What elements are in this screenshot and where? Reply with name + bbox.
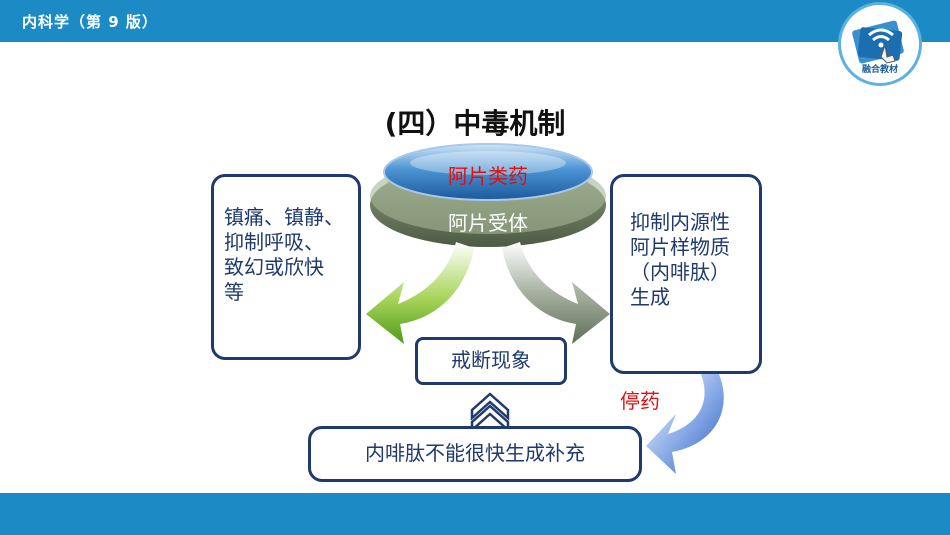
inhibition-line: 生成 — [630, 285, 670, 309]
wifi-hand-icon — [852, 20, 904, 64]
book-title: 内科学（第 9 版） — [22, 13, 158, 31]
logo: 融合教材 — [838, 2, 922, 86]
effects-line: 等 — [224, 280, 244, 304]
inhibition-line: 抑制内源性 — [630, 210, 730, 234]
withdrawal-box — [415, 337, 567, 385]
effects-box — [211, 174, 361, 360]
drug-label: 阿片类药 — [448, 164, 528, 188]
effects-line: 镇痛、镇静、 — [224, 205, 344, 229]
blue-arrow-stop — [646, 372, 724, 474]
effects-line: 致幻或欣快 — [224, 255, 324, 279]
endorphin-label: 内啡肽不能很快生成补充 — [365, 441, 585, 465]
inhibition-line: 阿片样物质 — [630, 235, 730, 259]
effects-text: 镇痛、镇静、 抑制呼吸、 致幻或欣快 等 — [224, 205, 356, 305]
gray-arrow-right — [502, 242, 610, 344]
inhibition-text: 抑制内源性 阿片样物质 （内啡肽） 生成 — [630, 210, 754, 310]
header-bar: 内科学（第 9 版） — [0, 0, 950, 42]
inhibition-line: （内啡肽） — [630, 260, 730, 284]
drug-disc-top — [383, 143, 593, 201]
withdrawal-label: 戒断现象 — [451, 348, 531, 372]
endorphin-box — [308, 426, 642, 482]
stop-drug-label: 停药 — [620, 389, 660, 413]
receptor-label: 阿片受体 — [448, 211, 528, 235]
effects-line: 抑制呼吸、 — [224, 230, 324, 254]
footer-bar — [0, 493, 950, 535]
inhibition-box — [610, 174, 762, 374]
page-title: (四）中毒机制 — [384, 107, 566, 140]
logo-label: 融合教材 — [861, 65, 898, 75]
green-arrow-left — [366, 242, 474, 344]
chevron-up-icon — [470, 392, 510, 433]
